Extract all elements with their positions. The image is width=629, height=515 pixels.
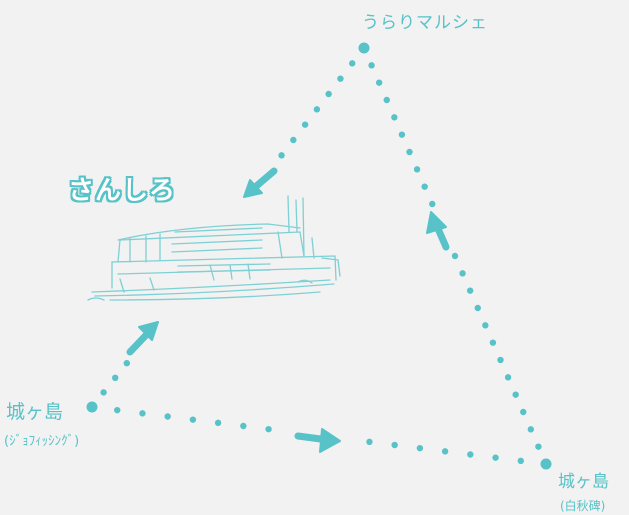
route-dot [214, 419, 222, 427]
node-label-jogashima-fishing: 城ヶ島 [6, 401, 64, 423]
arrow-bottom-right-icon [294, 428, 341, 453]
route-dot [527, 426, 535, 433]
route-dot [459, 270, 466, 277]
route-dot [391, 441, 398, 449]
route-dot [112, 374, 119, 381]
route-dot [416, 444, 424, 452]
route-dot [278, 152, 285, 159]
route-dot [391, 114, 398, 121]
route-dot [100, 389, 107, 396]
route-dot [383, 96, 390, 104]
route-dot [349, 60, 356, 67]
route-dot [189, 416, 197, 423]
route-dot [451, 252, 459, 260]
route-dot [301, 121, 309, 128]
route-dot [325, 90, 332, 98]
route-dot [466, 287, 474, 294]
route-dot [517, 457, 524, 465]
node-label-jogashima-hakushu: 城ヶ島 [558, 472, 609, 492]
route-dot [429, 200, 436, 208]
route-dot [265, 425, 272, 433]
route-dot [512, 391, 519, 398]
route-dot [406, 148, 413, 156]
station-dot-urari-marche [358, 42, 370, 54]
boat-sketch-icon [87, 195, 341, 301]
boat-title: さんしろ [68, 176, 177, 206]
route-dot [290, 136, 297, 144]
route-dot [368, 62, 375, 69]
arrow-right-up-icon [426, 211, 450, 251]
route-dot [398, 131, 406, 138]
route-dot [366, 438, 373, 446]
node-sublabel-jogashima-hakushu: (白秋碑) [560, 499, 606, 513]
route-dot [504, 374, 512, 381]
route-dot [337, 75, 344, 82]
route-dot [114, 406, 121, 414]
route-dot [467, 451, 474, 458]
route-dot [520, 408, 527, 416]
route-dot [413, 166, 421, 173]
node-label-urari-marche: うらりマルシェ [362, 13, 488, 33]
route-dot [474, 304, 481, 312]
node-sublabel-jogashima-fishing: (ｼﾞｮﾌｨｯｼﾝｸﾞ) [4, 434, 80, 449]
route-dot [535, 443, 542, 450]
route-dot [313, 106, 321, 113]
route-dot [421, 183, 428, 190]
route-dot [375, 79, 383, 86]
route-dot [139, 410, 146, 417]
arrow-top-to-boat-icon [243, 167, 278, 198]
route-dot [489, 339, 497, 346]
route-dots [86, 42, 552, 470]
route-dot [482, 322, 489, 329]
route-dot [497, 356, 504, 364]
route-dot [441, 448, 449, 455]
station-dot-jogashima-hakushu [540, 458, 552, 470]
station-dot-jogashima-fishing [86, 401, 98, 413]
route-dot [240, 422, 247, 430]
route-dot [123, 360, 130, 367]
route-dot [492, 454, 499, 461]
arrow-left-to-boat-icon [126, 321, 159, 356]
route-dot [164, 413, 171, 420]
